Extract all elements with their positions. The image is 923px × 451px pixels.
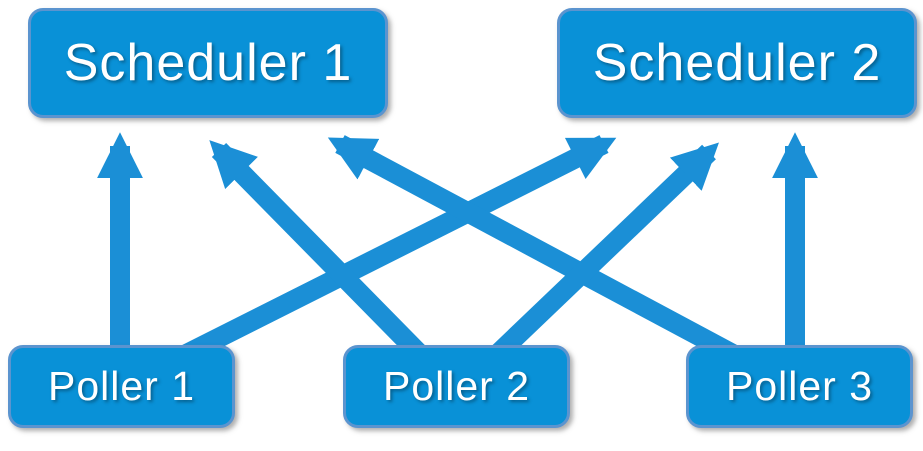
node-poller-2: Poller 2	[343, 345, 570, 428]
node-scheduler-1: Scheduler 1	[28, 8, 388, 118]
node-poller-3: Poller 3	[686, 345, 913, 428]
node-poller-1: Poller 1	[8, 345, 235, 428]
node-scheduler-2: Scheduler 2	[557, 8, 917, 118]
